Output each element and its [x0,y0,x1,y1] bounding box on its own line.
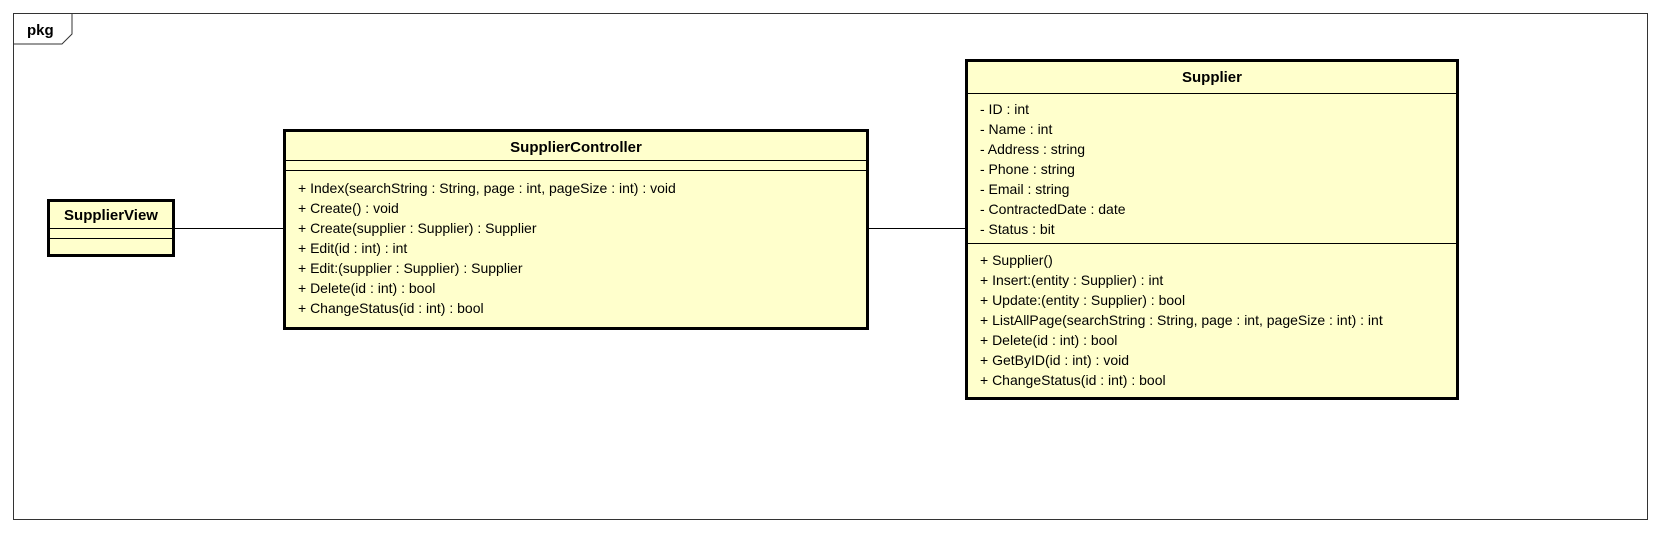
package-frame [13,13,1648,520]
operation: + Create() : void [298,200,399,216]
attributes-compartment [286,160,866,170]
operation: + Insert:(entity : Supplier) : int [980,272,1164,288]
attribute: - ContractedDate : date [980,201,1126,217]
package-frame-tab [13,13,73,45]
attribute: - ID : int [980,101,1030,117]
operation: + GetByID(id : int) : void [980,352,1129,368]
attribute: - Status : bit [980,221,1055,237]
attribute: - Name : int [980,121,1053,137]
association-view-controller [174,228,285,229]
operation: + Delete(id : int) : bool [980,332,1118,348]
attributes-compartment [50,228,172,238]
class-name: Supplier [1181,69,1242,86]
operation: + ListAllPage(searchString : String, pag… [980,312,1383,328]
class-supplier[interactable]: Supplier - ID : int - Name : int - Addre… [965,59,1459,400]
operation: + Edit:(supplier : Supplier) : Supplier [298,260,523,276]
operations-compartment [50,238,172,249]
class-name: SupplierView [64,207,158,224]
operation: + ChangeStatus(id : int) : bool [980,372,1166,388]
attribute: - Address : string [980,141,1086,157]
operation: + Supplier() [980,252,1053,268]
attribute: - Phone : string [980,161,1075,177]
package-frame-label: pkg [27,22,54,39]
operation: + Create(supplier : Supplier) : Supplier [298,220,537,236]
operation: + Index(searchString : String, page : in… [298,180,676,196]
class-supplier-controller[interactable]: SupplierController + Index(searchString … [283,129,869,330]
class-supplier-view[interactable]: SupplierView [47,199,175,257]
association-controller-supplier [867,228,967,229]
class-name: SupplierController [510,139,642,156]
attributes-compartment: - ID : int - Name : int - Address : stri… [968,93,1456,243]
operation: + ChangeStatus(id : int) : bool [298,300,484,316]
operations-compartment: + Supplier() + Insert:(entity : Supplier… [968,243,1456,390]
operation: + Edit(id : int) : int [298,240,408,256]
attribute: - Email : string [980,181,1070,197]
operations-compartment: + Index(searchString : String, page : in… [286,170,866,318]
operation: + Update:(entity : Supplier) : bool [980,292,1186,308]
operation: + Delete(id : int) : bool [298,280,436,296]
